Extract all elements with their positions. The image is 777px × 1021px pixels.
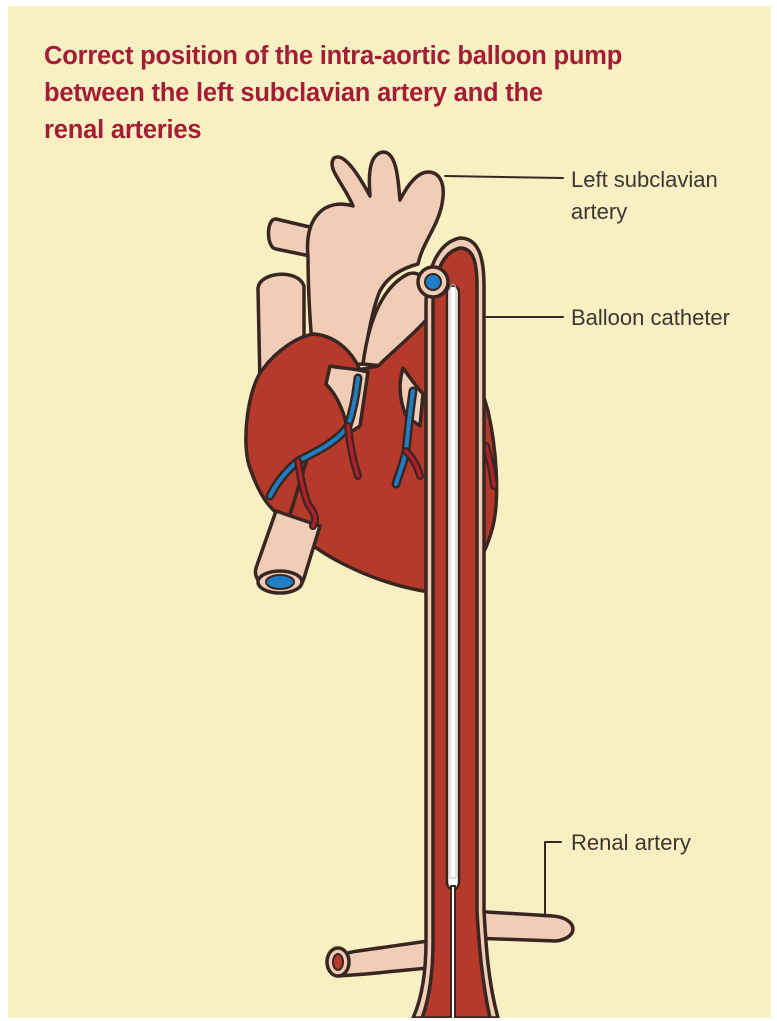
label-left-subclavian-line-2: artery xyxy=(571,196,718,228)
label-renal-artery: Renal artery xyxy=(571,827,691,859)
heart-aorta-diagram xyxy=(8,6,771,1018)
catheter-shaft xyxy=(451,886,455,1018)
inferior-vena-cava-lumen xyxy=(266,575,294,589)
label-balloon-catheter: Balloon catheter xyxy=(571,302,730,334)
leader-renal-artery xyxy=(545,842,561,915)
leader-left-subclavian xyxy=(445,176,563,178)
label-left-subclavian-line-1: Left subclavian xyxy=(571,164,718,196)
left-renal-artery-lumen xyxy=(333,954,343,970)
label-left-subclavian-artery: Left subclavian artery xyxy=(571,164,718,228)
left-subclavian-origin xyxy=(418,267,448,297)
figure-panel: Correct position of the intra-aortic bal… xyxy=(8,6,771,1018)
